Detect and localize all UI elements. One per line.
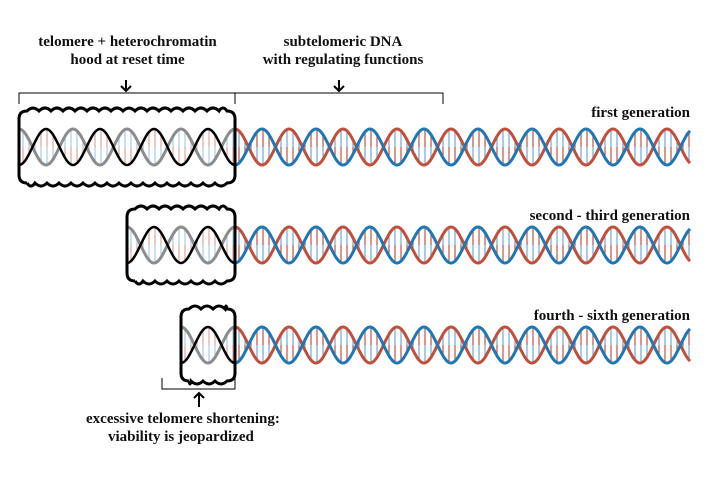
strand-red: [234, 127, 692, 167]
dna-row: [125, 204, 692, 286]
telomere-label-line2: hood at reset time: [70, 52, 185, 68]
telomere-strand-gray: [126, 225, 236, 265]
subtelomeric-bracket: [235, 92, 444, 104]
telomere-label-line1: telomere + heterochromatin: [38, 34, 217, 50]
dna-row: [179, 304, 692, 386]
strand-blue: [234, 127, 692, 167]
dna-row: [17, 106, 692, 188]
telomere-strand-black: [180, 325, 236, 365]
shortening-bracket: [161, 378, 236, 390]
telomere-strand-gray: [180, 325, 236, 365]
strand-blue: [234, 225, 692, 265]
shortening-label: excessive telomere shortening: viability…: [70, 410, 345, 446]
telomere-down-arrow-icon: [120, 80, 132, 93]
telomere-strand-black: [18, 127, 236, 167]
shortening-up-arrow-icon: [193, 391, 205, 407]
shortening-label-line1: excessive telomere shortening:: [86, 411, 280, 427]
top-bracket: [18, 92, 444, 104]
telomere-label: telomere + heterochromatin hood at reset…: [20, 33, 235, 69]
subtelomeric-down-arrow-icon: [333, 80, 345, 93]
strand-blue: [234, 325, 692, 365]
strand-red: [234, 325, 692, 365]
generation-label-first: first generation: [591, 105, 690, 121]
subtelomeric-label-line2: with regulating functions: [262, 52, 424, 68]
telomere-strand-gray: [18, 127, 236, 167]
generation-label-second-third: second - third generation: [529, 208, 690, 224]
shortening-label-line2: viability is jeopardized: [108, 429, 254, 445]
subtelomeric-label-line1: subtelomeric DNA: [283, 34, 403, 50]
heterochromatin-hood-box: [17, 106, 237, 188]
telomere-bracket: [18, 92, 236, 104]
heterochromatin-hood-box: [125, 204, 237, 286]
strand-red: [234, 225, 692, 265]
generation-label-fourth-sixth: fourth - sixth generation: [533, 308, 690, 324]
subtelomeric-label: subtelomeric DNA with regulating functio…: [248, 33, 438, 69]
heterochromatin-hood-box: [179, 304, 237, 386]
telomere-strand-black: [126, 225, 236, 265]
